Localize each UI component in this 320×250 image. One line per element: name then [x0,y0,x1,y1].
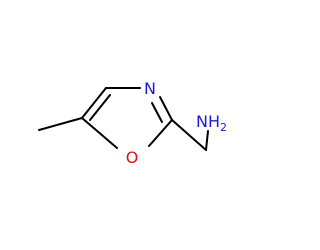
bond-ch2-nh2 [205,130,209,151]
ring-oxygen-label: O [126,148,139,167]
molecule-drawing: N O NH2 [38,79,227,167]
bond-c5-c4 [81,87,107,119]
bond-c2-ch2 [171,119,207,151]
ring-nitrogen-label: N [144,79,156,98]
bond-c5-c4-inner [89,94,111,121]
bond-o1-c5 [81,117,118,149]
amine-subscript: 2 [220,121,227,134]
bond-n3-c2-inner [151,102,163,123]
amine-label: NH2 [196,112,227,134]
amine-nh-text: NH [196,112,220,131]
bond-c2-o1 [148,119,173,147]
structure-canvas: N O NH2 [38,79,227,167]
bond-methyl-c5 [38,117,83,131]
bond-n3-c2 [159,96,173,121]
